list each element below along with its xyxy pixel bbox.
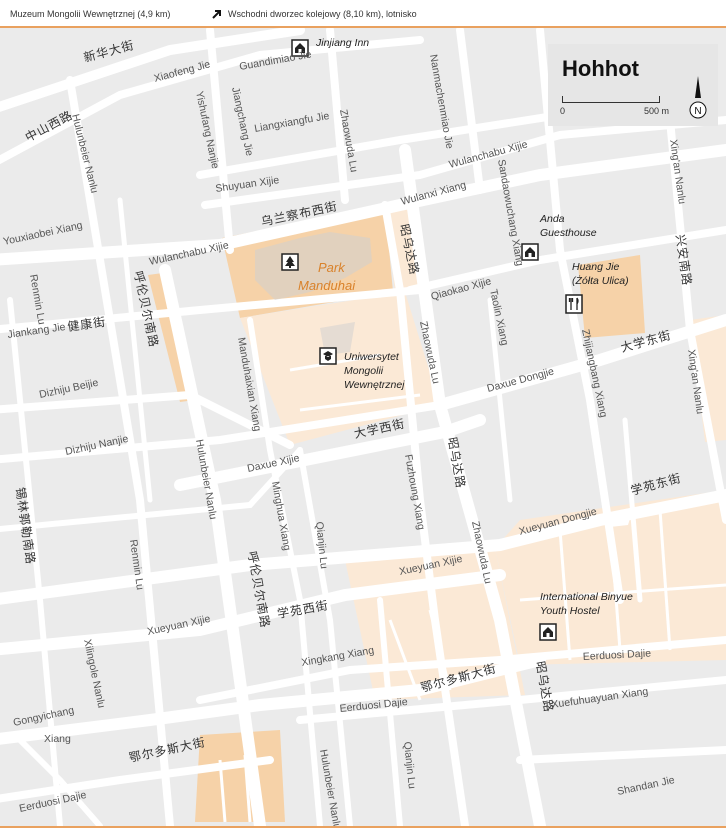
north-arrow-icon: N [689, 76, 707, 119]
north-label: N [694, 106, 701, 117]
hotel-icon[interactable] [521, 243, 539, 261]
header-destination-museum: Muzeum Mongolii Wewnętrznej (4,9 km) [10, 9, 171, 19]
poi-label-anda-line2: Guesthouse [540, 227, 597, 239]
hotel-icon[interactable] [291, 39, 309, 57]
poi-label-anda-line1: Anda [539, 213, 565, 225]
map-title: Hohhot [562, 56, 639, 81]
campus-lake-east [610, 512, 632, 527]
street-label: Qianjin Lu [313, 521, 330, 569]
street-label: Xiang [44, 733, 71, 745]
header-bar: Muzeum Mongolii Wewnętrznej (4,9 km) Wsc… [0, 0, 726, 28]
map-legend-box: Hohhot 0 500 m N [548, 44, 718, 126]
street-label: Qianjin Lu [401, 741, 418, 789]
campus-east-edge [690, 315, 726, 442]
poi-label-university-line3: Wewnętrznej [344, 379, 405, 391]
park-label-line1: Park [318, 260, 346, 275]
university-campus-area [240, 292, 440, 445]
poi-label-huang-jie-line2: (Żółta Ulica) [572, 275, 629, 287]
poi-label-binyue-line1: International Binyue [540, 591, 633, 603]
restaurant-icon[interactable] [565, 294, 583, 314]
park-label-line2: Manduhai [298, 278, 356, 293]
map-canvas[interactable]: Jinjiang Inn Anda Guesthouse Huang Jie (… [0, 28, 726, 826]
street-label: 兴安南路 [673, 233, 695, 287]
university-icon[interactable] [319, 347, 337, 365]
park-icon[interactable] [281, 253, 299, 271]
poi-label-university-line1: Uniwersytet [344, 351, 400, 363]
campus-pond [320, 322, 355, 355]
street-label: 健康街 [66, 314, 107, 334]
area-south [195, 730, 285, 822]
bottom-rule [0, 826, 726, 828]
minor-streets [218, 353, 726, 823]
huang-jie-area [578, 255, 645, 338]
scale-bar [562, 96, 660, 103]
street-network [0, 28, 726, 826]
poi-label-huang-jie-line1: Huang Jie [572, 261, 619, 273]
scale-label-max: 500 m [644, 106, 670, 116]
header-destination-station: Wschodni dworzec kolejowy (8,10 km), lot… [228, 9, 417, 19]
scale-label-zero: 0 [560, 106, 566, 116]
arrow-northeast-icon [212, 10, 221, 19]
hotel-icon[interactable] [539, 623, 557, 641]
park-lake [255, 232, 372, 300]
poi-label-university-line2: Mongolii [344, 365, 384, 377]
poi-label-jinjiang-inn: Jinjiang Inn [315, 37, 369, 49]
poi-label-binyue-line2: Youth Hostel [540, 605, 600, 617]
street-label: Eerduosi Dajie [583, 647, 652, 663]
